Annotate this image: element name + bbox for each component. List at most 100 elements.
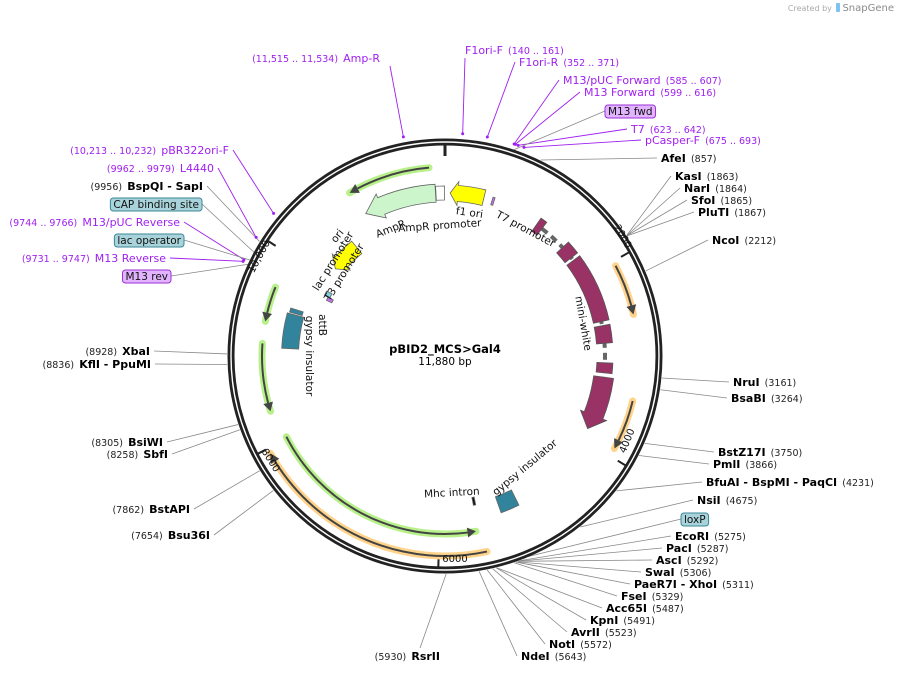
enzyme-site-label[interactable]: (8928) XbaI	[85, 340, 150, 359]
plasmid-name: pBID2_MCS>Gal4	[389, 342, 501, 357]
primer-name: M13 Reverse	[95, 252, 166, 265]
enzyme-site-label[interactable]: AvrII (5523)	[571, 621, 637, 640]
tick-mark	[617, 459, 626, 467]
enzyme-site-label[interactable]: NotI (5572)	[549, 633, 612, 652]
primer-label[interactable]: F1ori-R (352 .. 371)	[519, 51, 619, 70]
enzyme-site-label[interactable]: FseI (5329)	[621, 585, 683, 604]
enzyme-cut-position: (5643)	[555, 652, 587, 663]
enzyme-site-label[interactable]: PluTI (1867)	[698, 201, 766, 220]
box-leader-line	[201, 203, 255, 253]
tick-mark	[620, 251, 630, 258]
enzyme-site-label[interactable]: BstZ17I (3750)	[718, 441, 802, 460]
enzyme-site-label[interactable]: (9956) BspQI - SapI	[91, 175, 203, 194]
enzyme-site-label[interactable]: AscI (5292)	[656, 549, 718, 568]
site-box-loxp[interactable]: loxP	[680, 512, 710, 527]
primer-label[interactable]: M13/pUC Forward (585 .. 607)	[563, 69, 722, 88]
enzyme-leader-line	[478, 571, 518, 657]
primer-label[interactable]: F1ori-F (140 .. 161)	[465, 39, 564, 58]
enzyme-site-label[interactable]: NcoI (2212)	[712, 229, 776, 248]
enzyme-site-label[interactable]: BfuAI - BspMI - PaqCI (4231)	[706, 471, 874, 490]
enzyme-site-label[interactable]: (7654) Bsu36I	[131, 524, 210, 543]
primer-label[interactable]: T7 (623 .. 642)	[630, 118, 706, 137]
feature-label: gypsy insulator	[303, 316, 315, 397]
site-box-cap-binding-site[interactable]: CAP binding site	[109, 197, 203, 212]
enzyme-site-label[interactable]: EcoRI (5275)	[675, 525, 746, 544]
primer-label[interactable]: (9731 .. 9747) M13 Reverse	[22, 247, 166, 266]
primer-name: pCasper-F	[645, 134, 700, 147]
primer-range: (9731 .. 9747)	[22, 254, 90, 265]
primer-name: F1ori-F	[465, 44, 503, 57]
enzyme-leader-line	[520, 535, 672, 562]
enzyme-cut-position: (3750)	[771, 448, 803, 459]
feature-attb	[289, 307, 304, 317]
feature-label: T7 promoter	[493, 208, 558, 250]
enzyme-site-label[interactable]: KasI (1863)	[675, 165, 738, 184]
enzyme-site-label[interactable]: PmlI (3866)	[713, 453, 777, 472]
primer-binding-mark	[516, 143, 520, 147]
feature-gypsy-insulator	[281, 312, 305, 350]
enzyme-site-label[interactable]: AfeI (857)	[661, 147, 717, 166]
enzyme-name: PaeR7I - XhoI	[634, 578, 717, 591]
enzyme-cut-position: (1864)	[715, 184, 747, 195]
enzyme-cut-position: (2212)	[744, 236, 776, 247]
enzyme-cut-position: (1863)	[707, 172, 739, 183]
orf-arrow	[285, 436, 468, 535]
tick-label: 2000	[611, 223, 633, 251]
enzyme-site-label[interactable]: BsaBI (3264)	[731, 387, 803, 406]
enzyme-leader-line	[638, 455, 710, 465]
enzyme-name: NsiI	[697, 494, 721, 507]
enzyme-site-label[interactable]: NruI (3161)	[733, 371, 796, 390]
site-box-label: CAP binding site	[113, 199, 199, 211]
enzyme-site-label[interactable]: Acc65I (5487)	[606, 597, 684, 616]
enzyme-name: SwaI	[645, 566, 675, 579]
enzyme-site-label[interactable]: (5930) RsrII	[375, 645, 440, 664]
watermark-prefix: Created by	[787, 4, 832, 13]
orf-arrowhead-icon	[626, 304, 637, 315]
primer-label[interactable]: (9744 .. 9766) M13/pUC Reverse	[9, 211, 180, 230]
enzyme-site-label[interactable]: KpnI (5491)	[590, 609, 655, 628]
primer-label[interactable]: (9962 .. 9979) L4440	[107, 157, 214, 176]
enzyme-cut-position: (1865)	[720, 196, 752, 207]
enzyme-site-label[interactable]: (8836) KflI - PpuMI	[43, 353, 152, 372]
primer-range: (623 .. 642)	[650, 125, 706, 136]
site-box-lac-operator[interactable]: lac operator	[113, 233, 185, 248]
primer-binding-mark	[485, 135, 489, 139]
enzyme-site-label[interactable]: (8258) SbfI	[107, 443, 168, 462]
enzyme-name: Bsu36I	[168, 529, 210, 542]
feature-t3-promoter	[325, 296, 334, 304]
primer-leader-line	[523, 139, 642, 148]
primer-leader-line	[518, 128, 628, 146]
enzyme-site-label[interactable]: PaeR7I - XhoI (5311)	[634, 573, 754, 592]
primer-label[interactable]: pCasper-F (675 .. 693)	[645, 129, 761, 148]
primer-binding-mark	[254, 235, 258, 239]
site-box-m13-rev[interactable]: M13 rev	[121, 269, 172, 284]
enzyme-site-label[interactable]: (8305) BsiWI	[91, 431, 163, 450]
primer-label[interactable]: (11,515 .. 11,534) Amp-R	[252, 47, 380, 66]
enzyme-name: XbaI	[122, 345, 150, 358]
primer-range: (585 .. 607)	[666, 76, 722, 87]
primer-leader-line	[183, 221, 245, 261]
enzyme-cut-position: (5287)	[697, 544, 729, 555]
mini-white-exon	[556, 241, 579, 264]
primer-leader-line	[232, 149, 274, 214]
enzyme-site-label[interactable]: NarI (1864)	[684, 177, 747, 196]
enzyme-site-label[interactable]: NsiI (4675)	[697, 489, 757, 508]
primer-label[interactable]: M13 Forward (599 .. 616)	[584, 81, 716, 100]
enzyme-leader-line	[626, 211, 695, 237]
enzyme-site-label[interactable]: (7862) BstAPI	[112, 498, 190, 517]
enzyme-cut-position: (8305)	[91, 438, 123, 449]
enzyme-site-label[interactable]: NdeI (5643)	[521, 645, 586, 664]
primer-label[interactable]: (10,213 .. 10,232) pBR322ori-F	[70, 139, 229, 158]
orf-arrow	[261, 343, 270, 404]
enzyme-cut-position: (1867)	[734, 208, 766, 219]
enzyme-name: NotI	[549, 638, 575, 651]
primer-range: (140 .. 161)	[508, 46, 564, 57]
site-box-m13-fwd[interactable]: M13 fwd	[604, 104, 657, 119]
enzyme-site-label[interactable]: PacI (5287)	[666, 537, 729, 556]
enzyme-site-label[interactable]: SwaI (5306)	[645, 561, 711, 580]
feature-label: f1 ori	[455, 205, 484, 221]
enzyme-name: BsaBI	[731, 392, 766, 405]
primer-name: F1ori-R	[519, 56, 559, 69]
enzyme-leader-line	[486, 569, 546, 645]
enzyme-site-label[interactable]: SfoI (1865)	[691, 189, 752, 208]
